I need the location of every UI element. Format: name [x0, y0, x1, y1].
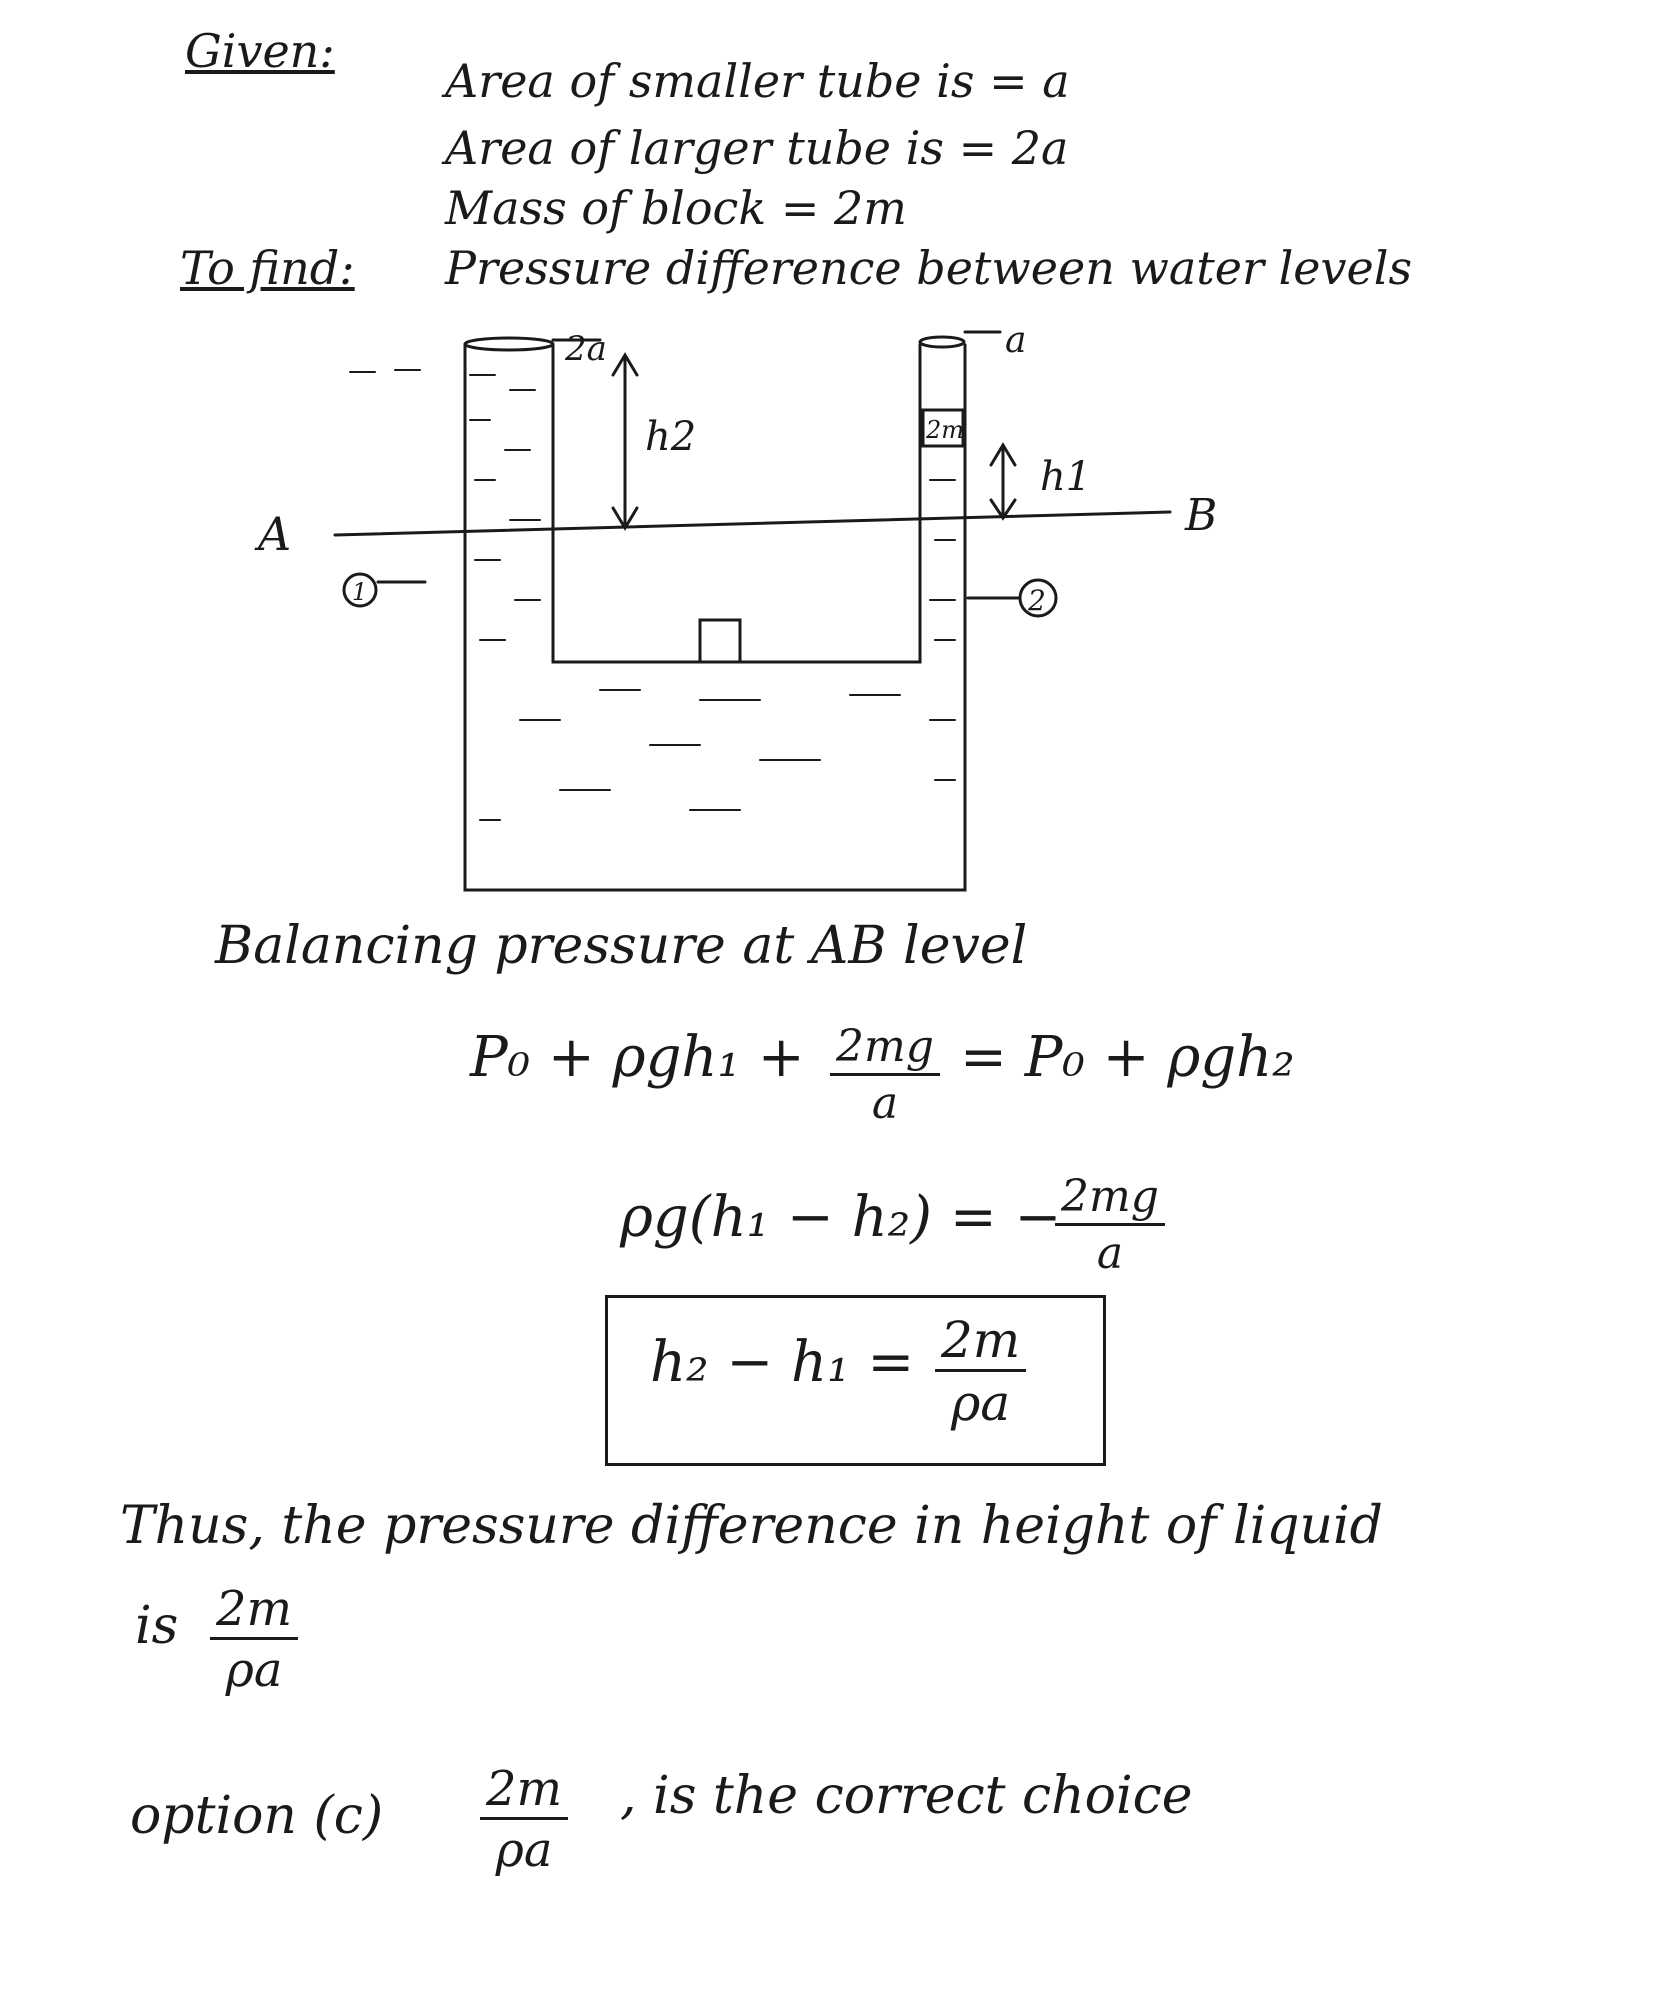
given-line-3: Mass of block = 2m — [445, 181, 907, 235]
left-tube-top — [463, 336, 555, 352]
conclusion-line-1: Thus, the pressure difference in height … — [120, 1496, 1383, 1556]
equation-3-left: h₂ − h₁ = — [650, 1330, 915, 1395]
label-B: B — [1184, 490, 1217, 541]
conclusion-numerator: 2m — [210, 1585, 299, 1640]
point-1-marker — [342, 572, 378, 608]
option-suffix: , is the correct choice — [620, 1766, 1193, 1826]
water-dashes — [349, 369, 956, 821]
equation-2-left: ρg(h₁ − h₂) = − — [620, 1185, 1062, 1250]
center-bump — [698, 618, 742, 664]
eq2-denominator: a — [1096, 1228, 1124, 1279]
option-prefix: option (c) — [130, 1786, 384, 1846]
eq1-numerator: 2mg — [830, 1025, 940, 1076]
conclusion-fraction: 2m ρa — [210, 1585, 299, 1698]
label-A: A — [254, 507, 291, 561]
eq3-numerator: 2m — [935, 1315, 1027, 1372]
label-h1: h1 — [1040, 454, 1091, 500]
equation-3-fraction: 2m ρa — [935, 1315, 1027, 1432]
option-denominator: ρa — [495, 1822, 553, 1878]
equation-2-fraction: 2mg a — [1055, 1175, 1165, 1276]
right-tube-top — [918, 335, 966, 349]
label-h2: h2 — [645, 414, 696, 460]
to-find-heading: To find: — [180, 241, 355, 295]
label-right-area: a — [1005, 320, 1026, 361]
eq2-numerator: 2mg — [1055, 1175, 1165, 1226]
eq3-denominator: ρa — [951, 1374, 1011, 1432]
label-point-2: 2 — [1027, 584, 1046, 617]
mass-block — [921, 408, 965, 448]
option-fraction: 2m ρa — [480, 1765, 569, 1878]
equation-1-left: P₀ + ρgh₁ + — [470, 1025, 805, 1090]
equation-1-fraction: 2mg a — [830, 1025, 940, 1126]
line-AB — [333, 510, 1172, 537]
point-2-marker — [1018, 578, 1058, 618]
to-find-text: Pressure difference between water levels — [445, 241, 1413, 295]
option-numerator: 2m — [480, 1765, 569, 1820]
label-point-1: 1 — [352, 578, 367, 606]
eq1-denominator: a — [871, 1078, 899, 1129]
given-line-1: Area of smaller tube is = a — [445, 54, 1070, 108]
equation-1-right: = P₀ + ρgh₂ — [960, 1025, 1295, 1090]
container-outline — [463, 343, 967, 892]
label-left-area: 2a — [564, 329, 607, 369]
given-heading: Given: — [185, 24, 335, 78]
conclusion-line-2-prefix: is — [135, 1596, 179, 1656]
result-box — [605, 1295, 1106, 1466]
label-block: 2m — [925, 416, 964, 444]
balancing-heading: Balancing pressure at AB level — [215, 916, 1028, 976]
given-line-2: Area of larger tube is = 2a — [445, 121, 1069, 175]
left-tube-inner-wall — [551, 343, 922, 664]
conclusion-denominator: ρa — [225, 1642, 283, 1698]
